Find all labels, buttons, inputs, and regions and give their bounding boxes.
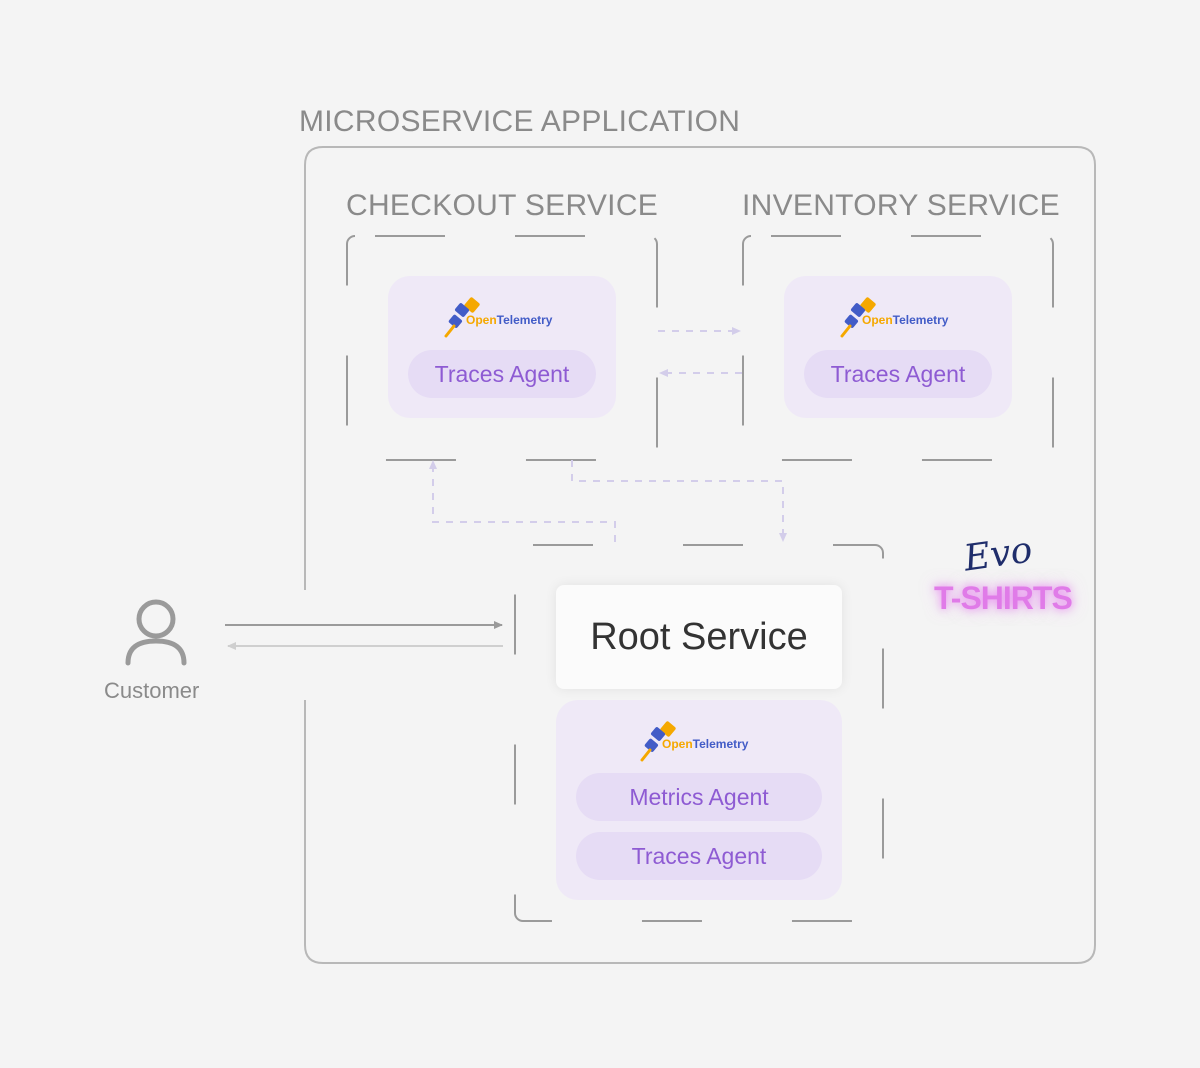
telescope-icon: [840, 297, 876, 338]
user-icon: [125, 599, 187, 666]
root-service-card: Root Service: [556, 585, 842, 689]
root-traces-agent-pill: Traces Agent: [576, 832, 822, 880]
brand-script: Evo: [961, 529, 1035, 580]
application-frame: [304, 146, 1096, 964]
logo-word-open: Open: [662, 737, 693, 751]
logo-word-open: Open: [466, 313, 497, 327]
microservice-application-title: MICROSERVICE APPLICATION: [299, 105, 741, 138]
inventory-traces-agent-pill: Traces Agent: [804, 350, 992, 398]
logo-word-open: Open: [862, 313, 893, 327]
opentelemetry-logo: OpenTelemetry: [444, 296, 564, 338]
link-root-to-checkout: [429, 460, 616, 542]
brand-logo: Evo T-SHIRTS: [934, 529, 1073, 624]
brand-name: T-SHIRTS: [934, 580, 1073, 616]
checkout-traces-agent-pill: Traces Agent: [408, 350, 596, 398]
logo-word-telemetry: Telemetry: [496, 313, 553, 327]
root-agent-panel: OpenTelemetry Metrics Agent Traces Agent: [556, 700, 842, 900]
root-service-box: [514, 544, 884, 922]
logo-word-telemetry: Telemetry: [892, 313, 949, 327]
logo-word-telemetry: Telemetry: [692, 737, 749, 751]
checkout-agent-panel: OpenTelemetry Traces Agent: [388, 276, 616, 418]
root-metrics-agent-pill: Metrics Agent: [576, 773, 822, 821]
telescope-icon: [444, 297, 480, 338]
customer-label: Customer: [104, 678, 200, 703]
inventory-agent-panel: OpenTelemetry Traces Agent: [784, 276, 1012, 418]
opentelemetry-logo: OpenTelemetry: [640, 720, 760, 762]
inventory-service-title: INVENTORY SERVICE: [742, 189, 1060, 222]
opentelemetry-logo: OpenTelemetry: [840, 296, 960, 338]
checkout-service-title: CHECKOUT SERVICE: [346, 189, 659, 222]
telescope-icon: [640, 721, 676, 762]
link-checkout-to-root: [571, 460, 787, 542]
